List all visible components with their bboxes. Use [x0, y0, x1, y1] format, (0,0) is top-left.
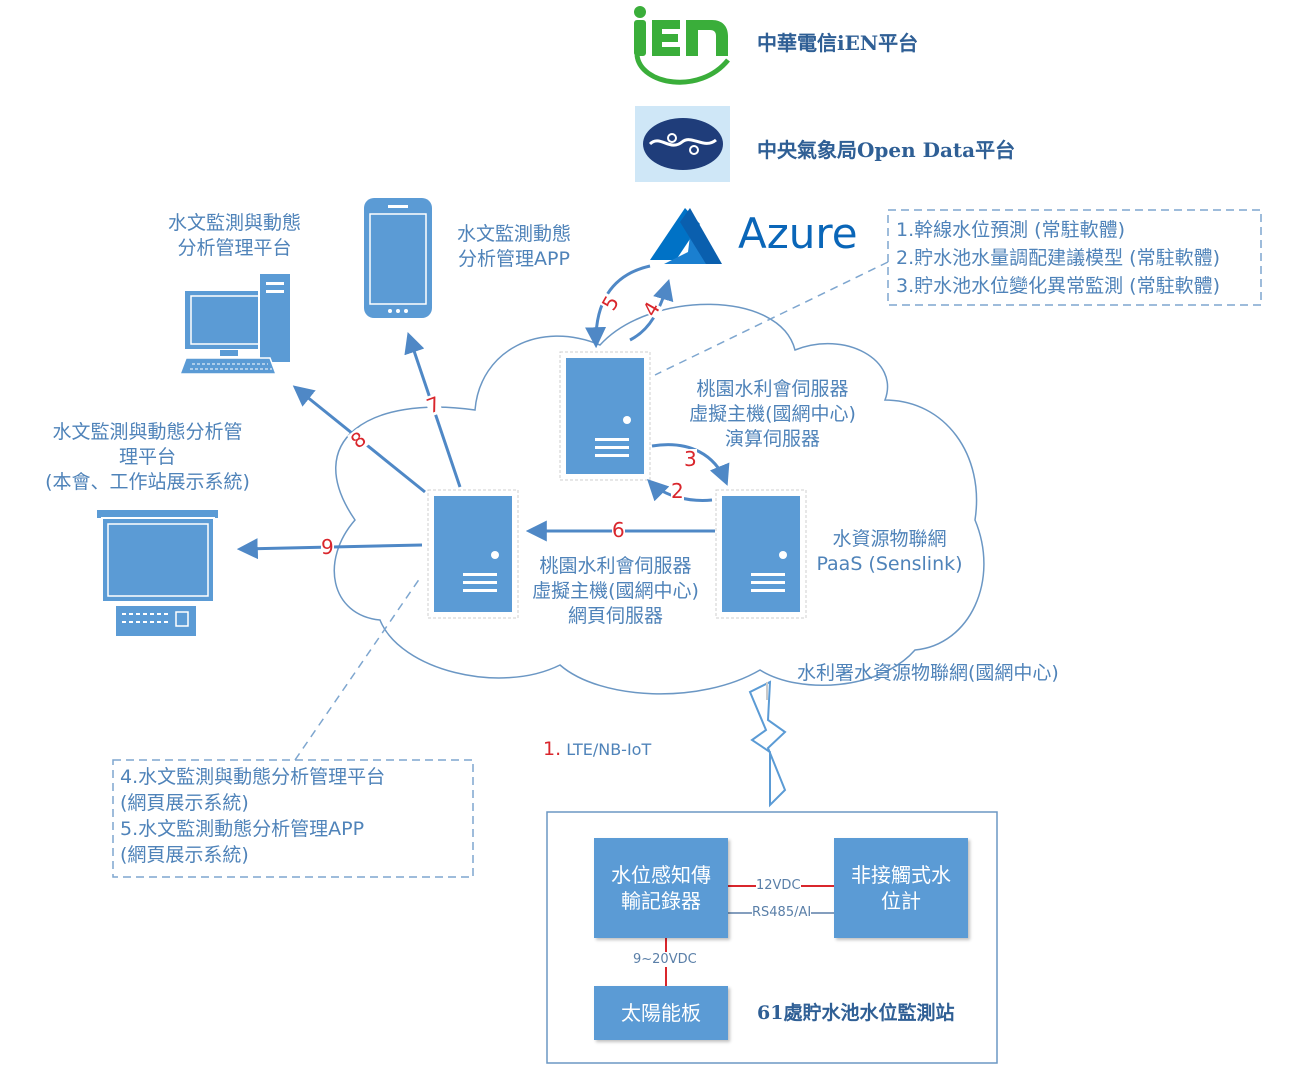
display-screen-icon [97, 510, 218, 636]
cloud-label: 水利署水資源物聯網(國網中心) [797, 662, 1059, 684]
azure-services-box [887, 209, 1262, 306]
link-number: 1. [543, 738, 562, 760]
display-platform-label: 水文監測與動態分析管理平台(本會、工作站展示系統) [45, 421, 250, 493]
flow-number-6: 6 [612, 518, 625, 542]
wire-solar-label: 9~20VDC [633, 952, 697, 967]
azure-label: Azure [738, 209, 858, 258]
web-server-icon [427, 489, 519, 619]
compute-server-label: 桃園水利會伺服器虛擬主機(國網中心)演算伺服器 [689, 378, 856, 450]
azure-logo [650, 208, 722, 264]
ien-platform-label: 中華電信iEN平台 [757, 31, 919, 55]
azure-services-connector [654, 261, 889, 376]
web-server-label: 桃園水利會伺服器虛擬主機(國網中心)網頁伺服器 [532, 555, 699, 627]
desktop-platform-label: 水文監測與動態分析管理平台 [167, 212, 301, 259]
lte-link-label: 1. LTE/NB-IoT [543, 738, 651, 761]
ien-logo [634, 6, 730, 85]
wire-12vdc-label: 12VDC [756, 878, 801, 893]
link-text: LTE/NB-IoT [566, 740, 652, 759]
azure-service-3: 3.貯水池水位變化異常監測 (常駐軟體) [896, 275, 1220, 297]
web-services-connector [294, 577, 421, 761]
station-name: 61處貯水池水位監測站 [757, 1002, 955, 1024]
solar-panel: 太陽能板 [594, 986, 728, 1040]
non-contact-water-level-sensor: 非接觸式水位計 [834, 838, 968, 938]
azure-service-1: 1.幹線水位預測 (常駐軟體) [896, 219, 1125, 241]
flow-number-3: 3 [684, 447, 697, 471]
flow-number-9: 9 [321, 535, 334, 559]
desktop-computer-icon [178, 272, 292, 375]
mobile-phone-icon [364, 198, 432, 318]
station-box [546, 811, 998, 1064]
mobile-app-label: 水文監測動態分析管理APP [456, 223, 571, 270]
water-level-logger: 水位感知傳輸記錄器 [594, 838, 728, 938]
paas-server-icon [715, 489, 807, 619]
web-service-4: 4.水文監測與動態分析管理平台 [120, 766, 386, 788]
compute-server-icon [559, 351, 651, 481]
flow-number-2: 2 [671, 479, 684, 503]
web-services-box [112, 759, 474, 878]
cwb-platform-label: 中央氣象局Open Data平台 [757, 138, 1016, 162]
wire-rs485-label: RS485/AI [752, 905, 812, 920]
web-service-5-note: (網頁展示系統) [120, 844, 249, 866]
cloud-outline [333, 303, 985, 695]
azure-services-list: 1.幹線水位預測 (常駐軟體) 2.貯水池水量調配建議模型 (常駐軟體) 3.貯… [896, 216, 1220, 300]
wireless-link-icon [748, 680, 787, 808]
web-services-list: 4.水文監測與動態分析管理平台 (網頁展示系統) 5.水文監測動態分析管理APP… [120, 764, 385, 868]
arrow-3 [651, 443, 730, 486]
cwb-logo [635, 106, 730, 182]
web-service-4-note: (網頁展示系統) [120, 792, 249, 814]
web-service-5: 5.水文監測動態分析管理APP [120, 818, 365, 840]
azure-service-2: 2.貯水池水量調配建議模型 (常駐軟體) [896, 247, 1220, 269]
